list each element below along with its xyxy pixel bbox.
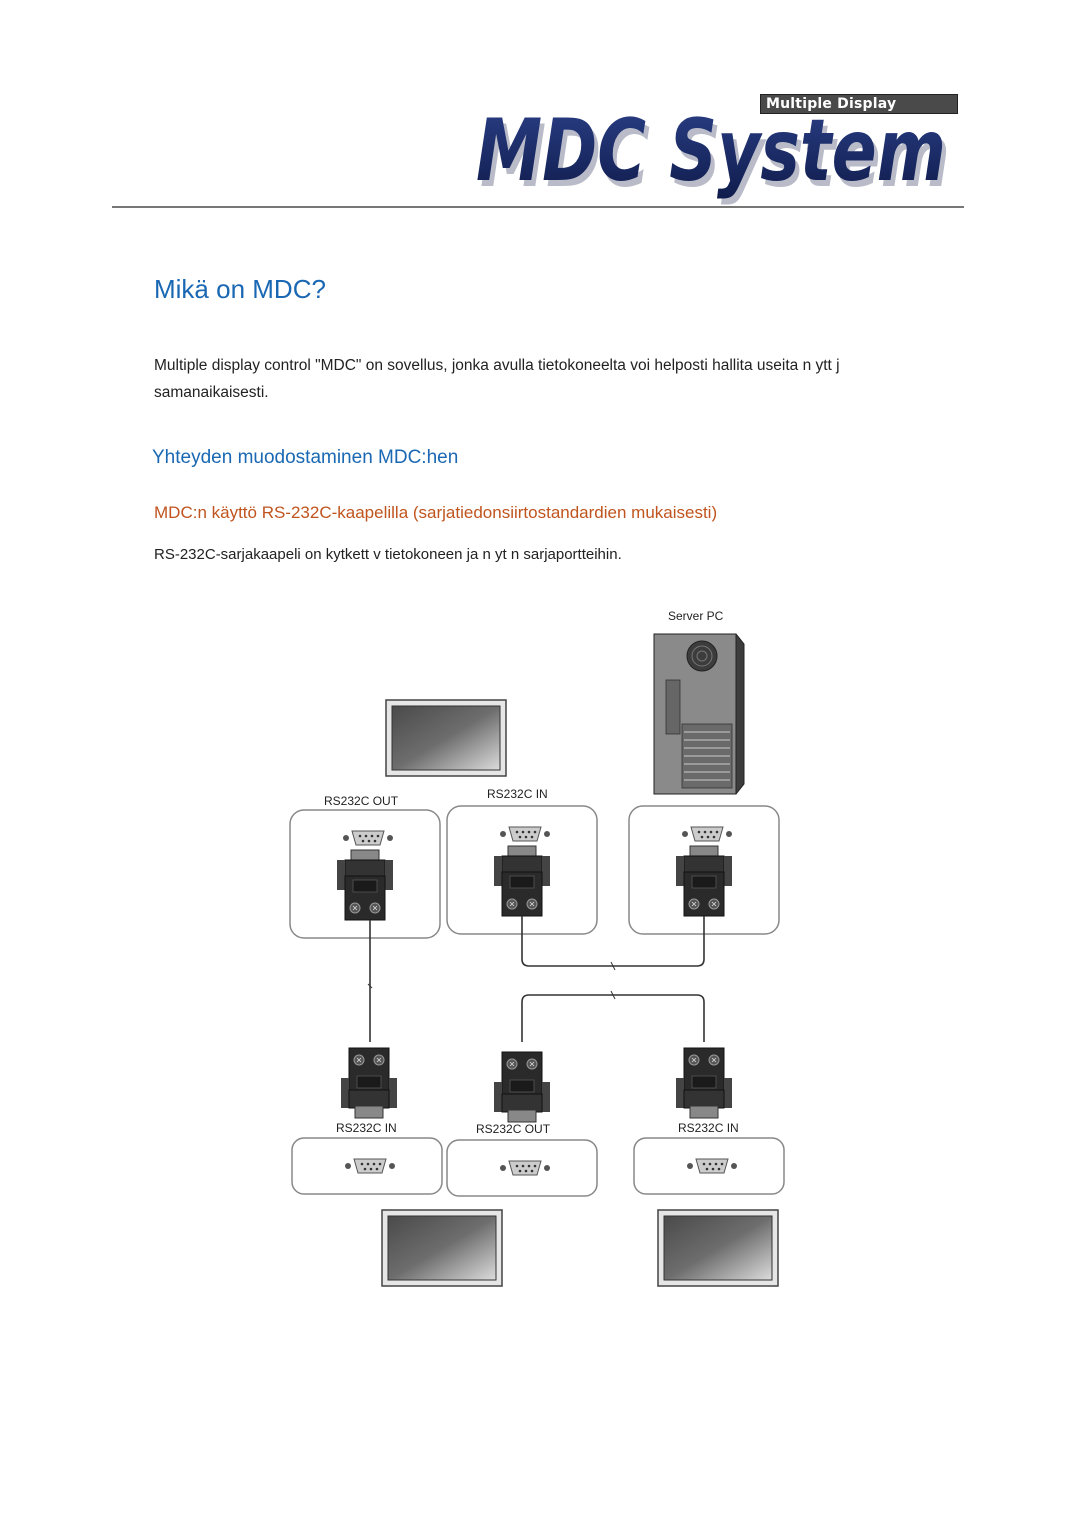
- logo-text-shadow: MDC System: [480, 108, 950, 207]
- brand-tagline-box: Multiple Display Control: [760, 94, 958, 130]
- display-monitor-bottom-right: [657, 1209, 779, 1287]
- intro-paragraph: Multiple display control "MDC" on sovell…: [154, 357, 840, 401]
- serial-plug-bottom-left: [340, 1047, 398, 1119]
- serial-cables: [367, 916, 705, 1042]
- serial-plug-top-middle: [493, 845, 551, 917]
- sub-heading: MDC:n käyttö RS-232C-kaapelilla (sarjati…: [154, 503, 718, 522]
- display-monitor-top: [385, 699, 507, 777]
- port-label-rs232c-in-top: RS232C IN: [487, 787, 548, 801]
- server-pc-tower: [653, 633, 745, 795]
- port-label-rs232c-out-top: RS232C OUT: [324, 794, 399, 808]
- brand-tagline: Multiple Display Control: [766, 96, 897, 130]
- serial-plug-top-right: [675, 845, 733, 917]
- logo-text: MDC System: [476, 108, 946, 201]
- section-heading: Yhteyden muodostaminen MDC:hen: [152, 447, 459, 468]
- serial-plug-top-left: [336, 849, 394, 921]
- server-pc-label: Server PC: [668, 609, 724, 623]
- page-title: Mikä on MDC?: [154, 274, 326, 304]
- serial-plug-bottom-middle: [493, 1051, 551, 1123]
- mdc-system-logo: MDC System MDC System: [470, 108, 960, 208]
- serial-plug-bottom-right: [675, 1047, 733, 1119]
- header-divider: [112, 206, 964, 208]
- port-label-rs232c-in-bottom-left: RS232C IN: [336, 1121, 397, 1135]
- port-panel-bottom-middle: [446, 1139, 598, 1197]
- display-monitor-bottom-left: [381, 1209, 503, 1287]
- connection-diagram: Server PC RS232C OUT RS232C IN: [270, 596, 810, 1296]
- cable-description: RS-232C-sarjakaapeli on kytkett v tietok…: [154, 546, 622, 563]
- port-panel-bottom-left: [291, 1137, 443, 1195]
- port-label-rs232c-in-bottom-right: RS232C IN: [678, 1121, 739, 1135]
- port-panel-bottom-right: [633, 1137, 785, 1195]
- port-label-rs232c-out-bottom: RS232C OUT: [476, 1122, 551, 1136]
